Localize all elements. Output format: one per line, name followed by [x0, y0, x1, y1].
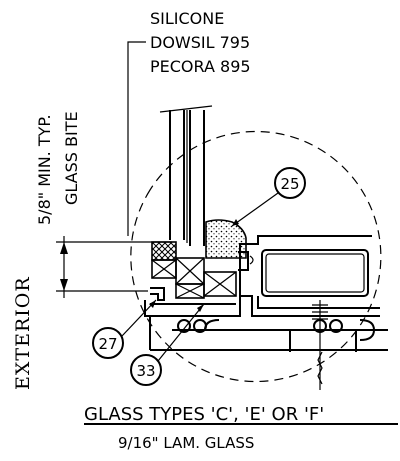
callout-27 — [92, 299, 157, 359]
detail-title: GLASS TYPES 'C', 'E' OR 'F' — [84, 404, 324, 425]
setting-block-stack — [151, 241, 237, 299]
glass-bite-dimension — [56, 236, 172, 298]
dimension-label-glass-bite: GLASS BITE — [62, 111, 81, 205]
callout-25 — [231, 167, 306, 227]
callout-33-label: 33 — [136, 362, 155, 380]
sealant-note-leader — [127, 41, 146, 236]
sealant-note-line-1: SILICONE — [150, 9, 224, 28]
callout-33 — [130, 303, 205, 386]
sealant-note-line-2: DOWSIL 795 — [150, 33, 250, 52]
dimension-label-min-bite: 5/8" MIN. TYP. — [35, 114, 54, 225]
frame-profile — [144, 235, 388, 352]
sealant-note-line-3: PECORA 895 — [150, 57, 251, 76]
glass-lites — [159, 105, 213, 246]
exterior-gasket — [150, 287, 165, 301]
callout-27-label: 27 — [98, 335, 117, 353]
callout-25-label: 25 — [280, 175, 299, 193]
detail-subtitle: 9/16" LAM. GLASS — [118, 434, 254, 452]
screw-fasteners — [177, 300, 343, 390]
silicone-bead — [205, 219, 247, 259]
exterior-label: EXTERIOR — [12, 276, 34, 390]
